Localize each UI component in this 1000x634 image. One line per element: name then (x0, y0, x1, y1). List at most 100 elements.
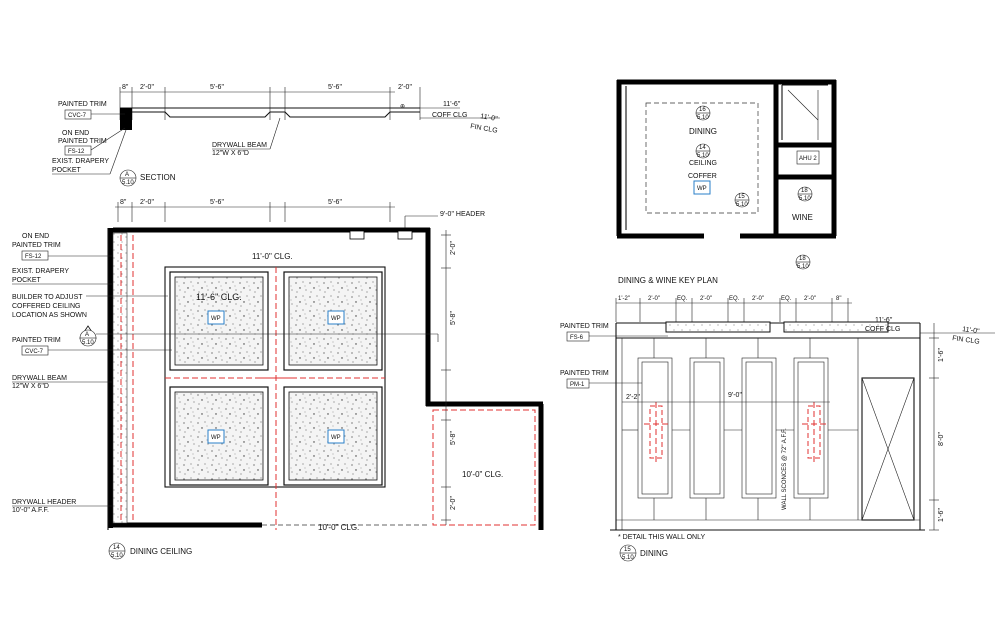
svg-text:14: 14 (113, 545, 120, 551)
plan-label-drapery: EXIST. DRAPERY (12, 268, 69, 275)
wp-markers: WP WP WP WP (207, 310, 345, 444)
svg-text:2'-0": 2'-0" (140, 199, 154, 206)
svg-text:CVC-7: CVC-7 (25, 349, 44, 355)
dining-elevation-title: DINING (640, 549, 668, 558)
key-plan-title: DINING & WINE KEY PLAN (618, 276, 718, 285)
dining-elevation-tag: 15 5.10 DINING (619, 544, 668, 562)
svg-text:15: 15 (624, 547, 631, 553)
section-fin-clg-1: 11'-0" (480, 113, 499, 123)
svg-text:5'-6": 5'-6" (328, 199, 342, 206)
plan-label-painted-trim: PAINTED TRIM (12, 337, 61, 344)
svg-text:2'-0": 2'-0" (700, 296, 712, 302)
svg-text:5.10: 5.10 (622, 555, 634, 561)
key-wine: WINE (792, 213, 813, 222)
elev-coff-2: COFF CLG (865, 326, 900, 333)
svg-text:5.10: 5.10 (797, 264, 809, 270)
plan-label-beam-2: 12"W X 6"D (12, 383, 49, 390)
svg-text:2'-0": 2'-0" (648, 296, 660, 302)
section-dim-3: 5'-6" (328, 84, 342, 91)
section-tag-fs12: FS-12 (68, 149, 85, 155)
section-label-painted-trim: PAINTED TRIM (58, 101, 107, 108)
coffer-clg-label: 11'-6" CLG. (196, 292, 242, 302)
svg-text:1'-6": 1'-6" (938, 508, 945, 522)
svg-text:18: 18 (801, 188, 808, 194)
plan-label-header-2: 10'-0" A.F.F. (12, 507, 49, 514)
svg-text:8'-0": 8'-0" (938, 432, 945, 446)
wine-clg-label: 10'-0" CLG. (462, 470, 503, 479)
svg-text:EQ.: EQ. (729, 296, 740, 302)
svg-text:2'-0": 2'-0" (450, 241, 457, 255)
svg-text:5.10: 5.10 (799, 196, 811, 202)
elev-label-painted-trim-1: PAINTED TRIM (560, 323, 609, 330)
key-plan: AHU 2 DINING CEILING COFFER WP WINE 16 5… (616, 79, 837, 285)
svg-text:⊕: ⊕ (400, 104, 405, 110)
svg-text:5.10: 5.10 (736, 202, 748, 208)
svg-text:1'-2": 1'-2" (618, 296, 630, 302)
plan-label-on-end: ON END (22, 233, 49, 240)
key-ahu: AHU 2 (799, 156, 817, 162)
svg-text:A: A (125, 172, 129, 178)
plan-label-beam-1: DRYWALL BEAM (12, 375, 67, 382)
section-label-on-end-2: PAINTED TRIM (58, 138, 107, 145)
svg-text:A: A (85, 332, 89, 338)
dim-9-0: 9'-0" (728, 392, 742, 399)
section-a-tag: A 5.10 SECTION (119, 169, 176, 187)
section-coff-clg-1: 11'-6" (443, 101, 461, 108)
section-coff-clg-2: COFF CLG (432, 112, 467, 119)
elev-label-painted-trim-2: PAINTED TRIM (560, 370, 609, 377)
detail-note: * DETAIL THIS WALL ONLY (618, 534, 705, 541)
section-label-drapery-2: POCKET (52, 167, 82, 174)
svg-text:18: 18 (799, 256, 806, 262)
svg-text:FS-12: FS-12 (25, 254, 42, 260)
svg-text:15: 15 (738, 194, 745, 200)
section-label-beam-2: 12"W X 6"D (212, 150, 249, 157)
dim-2-2: 2'-2" (626, 394, 640, 401)
svg-text:WP: WP (331, 435, 341, 441)
wall-sconces (644, 402, 826, 462)
svg-text:8": 8" (836, 296, 841, 302)
main-clg-label: 11'-0" CLG. (252, 252, 293, 261)
plan-label-builder-2: COFFERED CEILING (12, 303, 80, 310)
section-tag-cvc7: CVC-7 (68, 113, 87, 119)
svg-text:2'-0": 2'-0" (804, 296, 816, 302)
svg-text:8": 8" (120, 199, 127, 206)
section-dim-1: 2'-0" (140, 84, 154, 91)
svg-text:5'-8": 5'-8" (450, 431, 457, 445)
section-cut-marker: A 5.10 (79, 325, 439, 347)
svg-text:5.10: 5.10 (697, 153, 709, 159)
dining-ceiling-tag: 14 5.10 DINING CEILING (108, 542, 192, 560)
section-dim-2: 5'-6" (210, 84, 224, 91)
svg-text:FS-6: FS-6 (570, 335, 584, 341)
header-note: 9'-0" HEADER (440, 211, 485, 218)
svg-text:WP: WP (697, 186, 707, 192)
section-dim-0: 8" (122, 84, 129, 91)
plan-label-on-end-2: PAINTED TRIM (12, 242, 61, 249)
section-a-title: SECTION (140, 173, 176, 182)
sconce-note: WALL SCONCES @ 72" A.F.F. (782, 428, 788, 510)
wall-panels (622, 338, 859, 520)
elev-fin-2: FIN CLG (952, 335, 980, 346)
svg-text:5'-6": 5'-6" (210, 199, 224, 206)
dining-elevation: 1'-2" 2'-0" EQ. 2'-0" EQ. 2'-0" EQ. 2'-0… (560, 296, 995, 562)
section-label-beam-1: DRYWALL BEAM (212, 142, 267, 149)
svg-text:1'-6": 1'-6" (938, 348, 945, 362)
svg-text:16: 16 (699, 107, 706, 113)
dining-ceiling-title: DINING CEILING (130, 547, 192, 556)
svg-text:EQ.: EQ. (781, 296, 792, 302)
key-coffer: COFFER (688, 173, 717, 180)
svg-text:2'-0": 2'-0" (450, 496, 457, 510)
section-drapery-pocket (120, 108, 132, 130)
section-label-on-end-1: ON END (62, 130, 89, 137)
key-ceiling: CEILING (689, 160, 717, 167)
elev-fin-1: 11'-0" (962, 326, 981, 335)
plan-label-builder-3: LOCATION AS SHOWN (12, 312, 87, 319)
svg-text:5.10: 5.10 (697, 115, 709, 121)
section-dim-4: 2'-0" (398, 84, 412, 91)
svg-text:WP: WP (331, 316, 341, 322)
svg-text:WP: WP (211, 435, 221, 441)
svg-text:PM-1: PM-1 (570, 382, 585, 388)
section-fin-clg-2: FIN CLG (470, 123, 498, 135)
section-label-drapery-1: EXIST. DRAPERY (52, 158, 109, 165)
